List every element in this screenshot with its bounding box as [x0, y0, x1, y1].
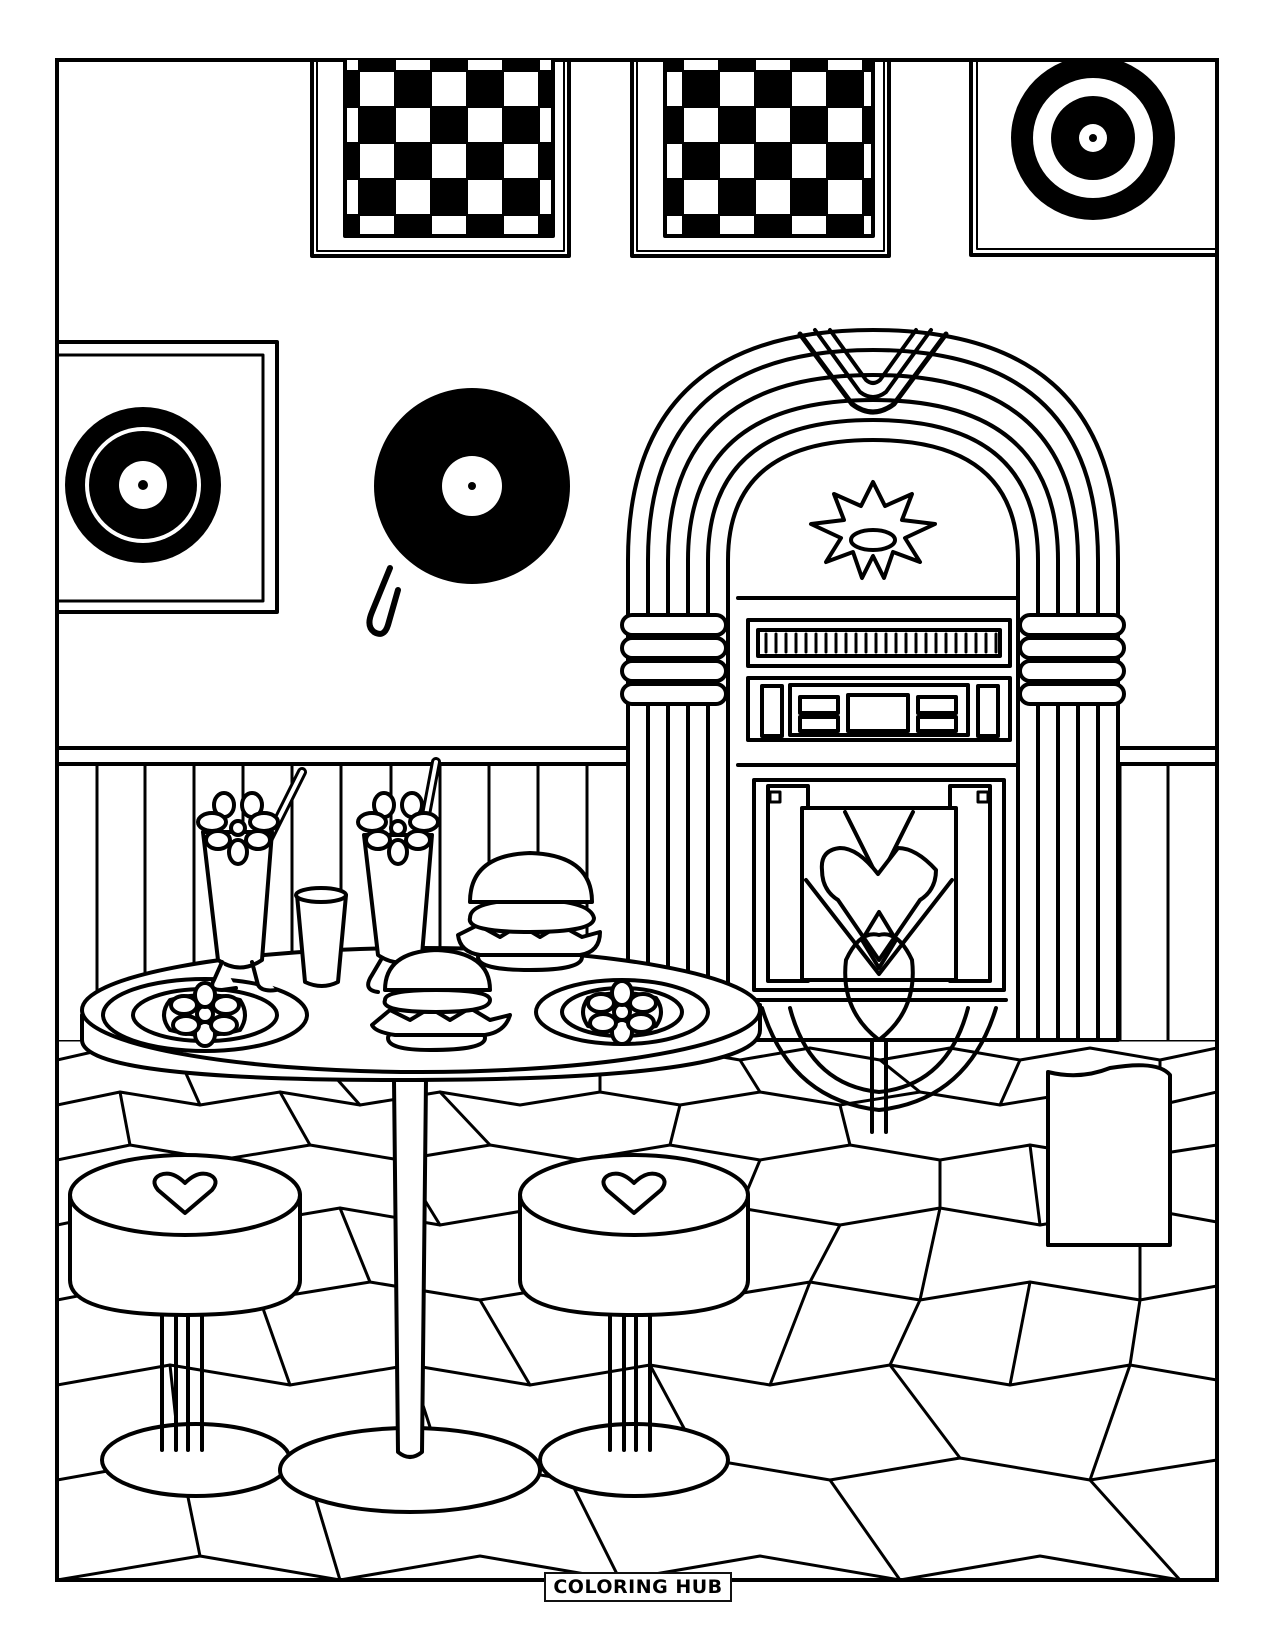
milkshake-left-icon: [196, 767, 307, 993]
stool-right-icon: [518, 1153, 750, 1498]
checkerboard-frame-2-icon: [630, 60, 891, 258]
plate-right-icon: [534, 978, 710, 1046]
plate-flower-right: [586, 979, 658, 1046]
burger-front-icon: [370, 948, 512, 1052]
vinyl-record-frame-top-icon: [969, 60, 1217, 257]
jukebox-icon: [620, 328, 1172, 1247]
checkerboard-frame-1-icon: [310, 60, 571, 258]
milkshake-right-flower: [356, 791, 440, 866]
vinyl-record-frame-left-icon: [57, 340, 279, 614]
soda-cup-icon: [294, 886, 348, 988]
burger-back-icon: [456, 851, 602, 972]
stool-left-icon: [68, 1153, 302, 1498]
plate-left-icon: [101, 977, 309, 1053]
coloring-hub-logo: COLORING HUB: [544, 1572, 732, 1602]
jukebox-right-ribs: [1018, 613, 1126, 706]
jukebox-flower-icon: [809, 480, 937, 580]
jukebox-left-ribs: [620, 613, 728, 706]
vinyl-record-with-handle-icon: [366, 388, 570, 637]
milkshake-left-flower: [196, 791, 280, 866]
plate-flower-left: [169, 981, 241, 1048]
